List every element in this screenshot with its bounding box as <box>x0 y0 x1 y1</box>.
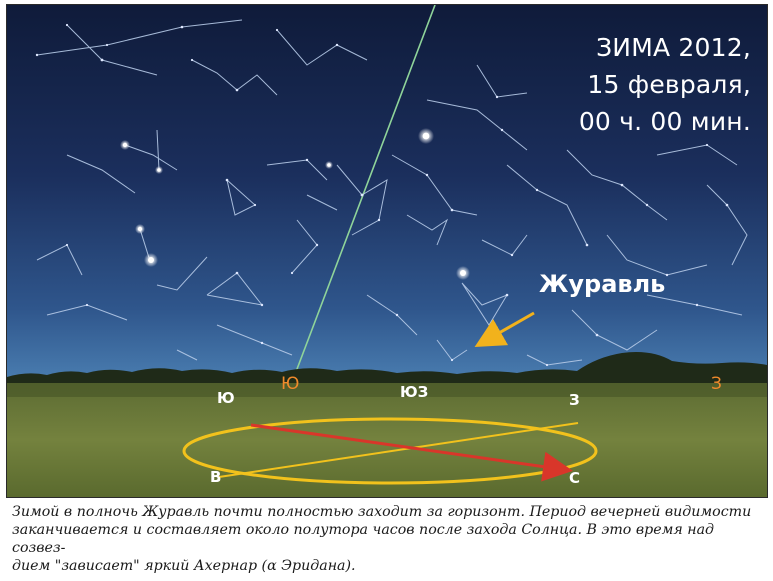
tree-line <box>7 352 767 387</box>
bright-stars <box>120 128 470 280</box>
date-title-line-3: 00 ч. 00 мин. <box>578 107 751 136</box>
meridian-line <box>293 5 436 378</box>
ground <box>7 383 767 497</box>
direction-west-horizon: З <box>711 374 722 394</box>
faint-stars <box>35 23 729 367</box>
direction-north: С <box>569 469 581 487</box>
east-west-chord <box>218 422 579 478</box>
crane-pointer-arrow <box>474 311 535 347</box>
horizon-ellipse <box>182 417 598 485</box>
direction-east: В <box>210 468 222 486</box>
sky-map <box>7 5 767 497</box>
date-title-line-1: ЗИМА 2012, <box>596 33 751 62</box>
sky-map-frame: ЗИМА 2012, 15 февраля, 00 ч. 00 мин. Жур… <box>6 4 768 498</box>
direction-west: З <box>569 391 580 409</box>
ground-shadow <box>7 383 767 397</box>
date-title-line-2: 15 февраля, <box>587 70 751 99</box>
constellation-label-crane: Журавль <box>539 270 666 298</box>
figure-caption: Зимой в полночь Журавль почти полностью … <box>12 504 752 574</box>
direction-southwest: ЮЗ <box>400 383 429 401</box>
south-north-arrow <box>250 423 573 482</box>
direction-south-meridian: Ю <box>281 374 300 394</box>
direction-south: Ю <box>217 389 235 407</box>
